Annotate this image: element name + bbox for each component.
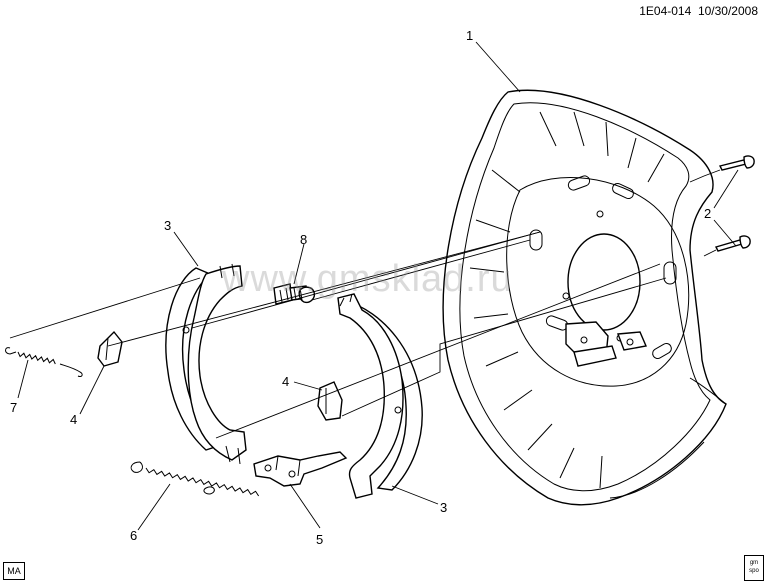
callout-8: 8: [300, 232, 307, 247]
callout-5: 5: [316, 532, 323, 547]
bolt-lower: [714, 235, 751, 252]
logo-bottom-text: spo: [749, 568, 759, 574]
callout-7: 7: [10, 400, 17, 415]
callout-2: 2: [704, 206, 711, 221]
upper-return-spring: [5, 347, 83, 377]
leader-lines: [17, 41, 739, 531]
watermark: www.gmsklad.ru: [222, 258, 513, 300]
backing-plate: [442, 89, 727, 506]
gm-spo-logo: gm spo: [744, 555, 764, 581]
callout-3-left-shoe: 3: [164, 218, 171, 233]
lower-return-spring: [130, 461, 260, 497]
alignment-lines: [9, 169, 721, 439]
diagram-id: 1E04-014: [639, 4, 692, 18]
callout-4-lower-clip: 4: [282, 374, 289, 389]
actuator-lever: [253, 451, 348, 487]
callout-6: 6: [130, 528, 137, 543]
logo-top-text: gm: [749, 560, 759, 566]
hold-down-clip-lower: [317, 381, 343, 421]
brake-shoe-right: [337, 293, 423, 499]
diagram-header: 1E04-014 10/30/2008: [639, 4, 758, 18]
brake-shoe-left: [165, 263, 247, 465]
ma-label: MA: [3, 562, 25, 580]
callout-3-right-shoe: 3: [440, 500, 447, 515]
callout-4-upper-clip: 4: [70, 412, 77, 427]
hold-down-clip-upper: [97, 330, 123, 367]
callout-1: 1: [466, 28, 473, 43]
diagram-date: 10/30/2008: [697, 4, 758, 18]
bolt-upper: [718, 155, 755, 171]
